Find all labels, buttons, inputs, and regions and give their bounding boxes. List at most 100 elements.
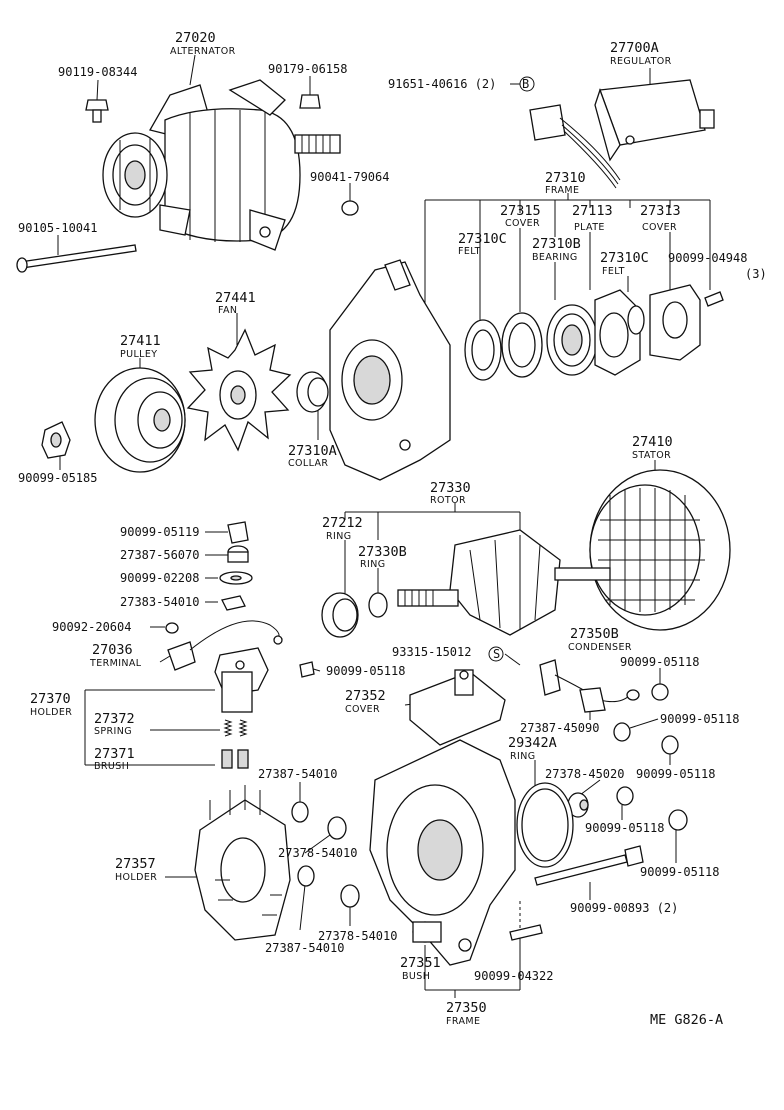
marker-b: B: [522, 77, 529, 91]
label-90099-04948: 90099-04948: [668, 251, 747, 265]
insulator-27383-54010-drawing: [221, 595, 246, 611]
cover-27313-drawing: [649, 284, 701, 361]
label-27372-number: 27372: [94, 711, 135, 727]
label-27387-54010-a: 27387-54010: [258, 767, 337, 781]
brush-drawing: [221, 749, 249, 769]
label-27378-45020: 27378-45020: [545, 767, 624, 781]
label-27310b-number: 27310B: [532, 236, 581, 252]
bolt-90119-drawing: [85, 99, 109, 123]
label-27352-number: 27352: [345, 688, 386, 704]
label-27350-number: 27350: [446, 1000, 487, 1016]
label-90099-05119: 90099-05119: [120, 525, 199, 539]
label-90099-00893: 90099-00893 (2): [570, 901, 678, 915]
insulator-27387-54010-b-drawing: [297, 865, 315, 887]
nut-90099-05118-b-drawing: [651, 683, 669, 701]
label-27411-number: 27411: [120, 333, 161, 349]
label-90099-05118-a: 90099-05118: [326, 664, 405, 678]
front-frame-drawing: [329, 259, 451, 481]
label-27700a-number: 27700A: [610, 40, 659, 56]
nut-90099-05118-f-drawing: [668, 809, 688, 831]
label-27378-54010-b: 27378-54010: [318, 929, 397, 943]
label-93315-15012: 93315-15012: [392, 645, 471, 659]
diagram-code: ME G826-A: [650, 1012, 723, 1028]
label-90099-05118-b: 90099-05118: [620, 655, 699, 669]
label-27350b-name: CONDENSER: [568, 642, 632, 653]
label-27020-name: ALTERNATOR: [170, 46, 236, 57]
brush-holder-drawing: [214, 647, 269, 713]
label-29342a-number: 29342A: [508, 735, 557, 751]
label-90179-06158: 90179-06158: [268, 62, 347, 76]
alternator-assembly-drawing: [102, 79, 341, 251]
label-27441-name: FAN: [218, 305, 237, 316]
insulator-27387-54010-a-drawing: [291, 801, 309, 823]
nut-90092-20604-drawing: [165, 622, 179, 634]
screw-93315-drawing: [488, 646, 504, 662]
label-27700a-name: REGULATOR: [610, 56, 672, 67]
label-27310c-b-number: 27310C: [600, 250, 649, 266]
felt-27310c-drawing: [464, 319, 502, 381]
label-27036-number: 27036: [92, 642, 133, 658]
nut-90099-05185-drawing: [41, 421, 71, 459]
nut-90099-05118-c-drawing: [613, 722, 631, 742]
nut-90099-05118-a-drawing: [299, 661, 315, 678]
label-90099-02208: 90099-02208: [120, 571, 199, 585]
label-27357-number: 27357: [115, 856, 156, 872]
label-27372-name: SPRING: [94, 726, 132, 737]
label-27036-name: TERMINAL: [89, 658, 142, 669]
label-90041-79064: 90041-79064: [310, 170, 389, 184]
label-27313-name: COVER: [642, 222, 677, 233]
bush-drawing: [412, 921, 442, 943]
label-27310a-number: 27310A: [288, 443, 337, 459]
label-90099-04322: 90099-04322: [474, 969, 553, 983]
label-27212-name: RING: [326, 531, 351, 542]
nut-90099-05119-drawing: [227, 521, 249, 544]
ring-27212-drawing: [321, 592, 359, 638]
label-27350-name: FRAME: [446, 1016, 480, 1027]
long-bolt-90099-00893-drawing: [534, 845, 644, 886]
label-27315-number: 27315: [500, 203, 541, 219]
label-27310-name: FRAME: [545, 185, 579, 196]
label-29342a-name: RING: [510, 751, 535, 762]
bearing-27310b-drawing: [546, 304, 598, 376]
label-27371-number: 27371: [94, 746, 135, 762]
label-27310b-name: BEARING: [532, 252, 578, 263]
washer-90099-02208-drawing: [219, 571, 253, 585]
nut-90041-drawing: [341, 200, 359, 216]
rear-cover-drawing: [409, 669, 506, 746]
label-27350b-number: 27350B: [570, 626, 619, 642]
ring-29342a-drawing: [516, 782, 574, 868]
label-27357-name: HOLDER: [115, 872, 157, 883]
label-27330-number: 27330: [430, 480, 471, 496]
label-27378-54010-a: 27378-54010: [278, 846, 357, 860]
label-27310-number: 27310: [545, 170, 586, 186]
label-27310c-b-name: FELT: [602, 266, 625, 277]
regulator-drawing: [529, 79, 715, 189]
terminal-drawing: [167, 620, 283, 671]
label-27441-number: 27441: [215, 290, 256, 306]
part-labels: 27020 ALTERNATOR 90119-08344 90179-06158…: [18, 30, 767, 1028]
label-90099-05118-c: 90099-05118: [660, 712, 739, 726]
label-90099-05118-d: 90099-05118: [636, 767, 715, 781]
cover-27315-drawing: [501, 312, 543, 378]
label-27387-54010-b: 27387-54010: [265, 941, 344, 955]
label-27212-number: 27212: [322, 515, 363, 531]
nut-90099-05118-d-drawing: [661, 735, 679, 755]
marker-s: S: [493, 647, 500, 661]
label-27351-number: 27351: [400, 955, 441, 971]
label-27310c-a-number: 27310C: [458, 231, 507, 247]
spring-drawing: [223, 719, 248, 737]
label-27370-number: 27370: [30, 691, 71, 707]
nut-90099-05118-e-drawing: [616, 786, 634, 806]
felt-27310c-right-drawing: [627, 305, 645, 335]
label-90099-04948-qty: (3): [745, 267, 767, 281]
label-27387-45090: 27387-45090: [520, 721, 599, 735]
rectifier-holder-drawing: [194, 785, 291, 941]
label-27383-54010: 27383-54010: [120, 595, 199, 609]
label-27370-name: HOLDER: [30, 707, 72, 718]
rotor-drawing: [397, 529, 611, 636]
label-27352-name: COVER: [345, 704, 380, 715]
screw-90099-04322-drawing: [509, 924, 543, 941]
label-90099-05118-f: 90099-05118: [640, 865, 719, 879]
